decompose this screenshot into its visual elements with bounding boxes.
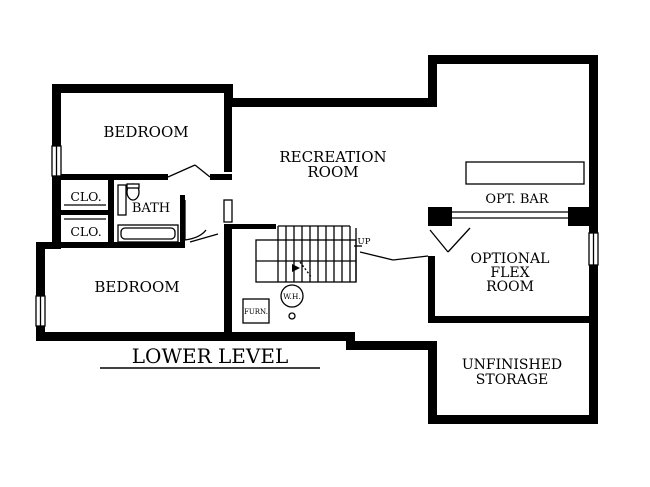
room-label-flex-2: FLEX <box>490 265 529 281</box>
room-label-bath: BATH <box>132 201 170 216</box>
room-label-closet-top: CLO. <box>70 189 101 204</box>
plan-title: LOWER LEVEL <box>132 344 288 368</box>
labels: BEDROOM RECREATION ROOM CLO. CLO. BATH B… <box>70 123 562 388</box>
doors <box>167 164 471 261</box>
water-heater-label: W.H. <box>283 292 301 301</box>
room-label-bedroom-bottom: BEDROOM <box>94 278 179 296</box>
room-label-closet-bottom: CLO. <box>70 224 101 239</box>
windows <box>35 145 599 327</box>
room-label-opt-bar: OPT. BAR <box>485 192 549 207</box>
room-label-storage-2: STORAGE <box>476 372 548 388</box>
room-label-bedroom-top: BEDROOM <box>103 123 188 141</box>
interior-walls <box>61 104 598 340</box>
opt-bar-counter <box>452 161 585 219</box>
room-label-flex-1: OPTIONAL <box>471 251 550 267</box>
room-label-flex-3: ROOM <box>486 279 534 295</box>
mechanical <box>242 284 304 324</box>
room-label-recreation-1: RECREATION <box>279 148 386 166</box>
closet-rods <box>64 204 106 220</box>
room-label-recreation-2: ROOM <box>307 163 358 181</box>
furnace-label: FURN. <box>244 308 268 316</box>
stair-up-label: UP <box>358 237 371 247</box>
bath-fixtures <box>117 183 179 243</box>
stairs <box>255 225 362 283</box>
room-label-storage-1: UNFINISHED <box>462 357 562 373</box>
